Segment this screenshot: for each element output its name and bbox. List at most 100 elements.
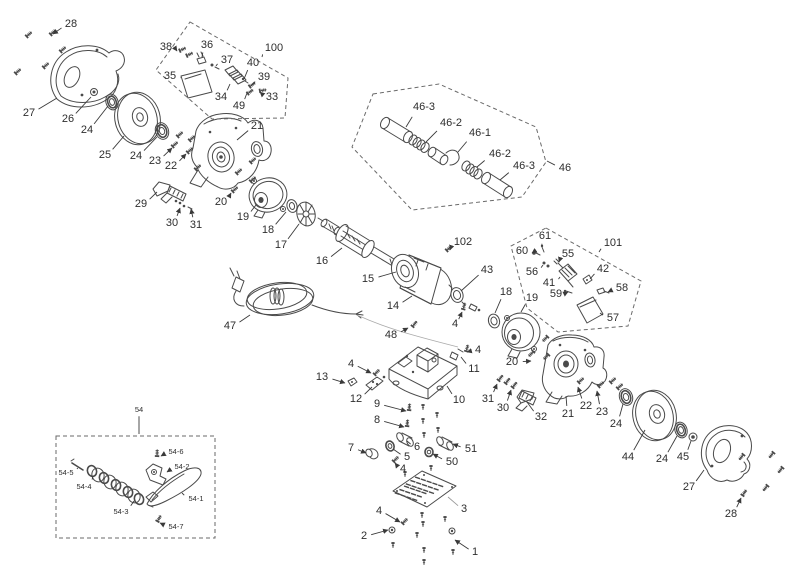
grinding-wheel-25 xyxy=(114,91,161,146)
leader-line xyxy=(243,69,249,80)
hub-nut-45 xyxy=(688,432,698,442)
leader-line xyxy=(143,136,158,151)
leader-line xyxy=(261,54,264,58)
part-label-47: 47 xyxy=(224,320,236,332)
bolt-glyph xyxy=(403,471,407,477)
screw-glyph xyxy=(496,374,504,383)
nut-50 xyxy=(424,446,434,458)
screw-glyph xyxy=(608,377,617,385)
leader-line xyxy=(565,395,568,406)
bracket-32 xyxy=(515,389,537,412)
bracket-29 xyxy=(152,181,187,204)
washer-24-right-outer xyxy=(674,421,688,439)
part-label-31: 31 xyxy=(482,393,494,405)
part-label-55: 55 xyxy=(562,248,574,260)
leader-line xyxy=(736,497,742,508)
part-label-28: 28 xyxy=(725,508,737,520)
part-label-31: 31 xyxy=(190,219,202,231)
part-label-2: 2 xyxy=(361,530,367,542)
part-label-44: 44 xyxy=(622,451,634,463)
leader-line xyxy=(460,356,467,364)
leader-line xyxy=(275,211,287,225)
screw-glyph xyxy=(24,31,33,39)
leader-line xyxy=(392,448,401,455)
leader-line xyxy=(149,191,158,200)
part-label-32: 32 xyxy=(535,411,547,423)
part-label-38: 38 xyxy=(160,41,172,53)
screw-glyph xyxy=(185,51,194,58)
part-label-4: 4 xyxy=(475,344,481,356)
leader-line xyxy=(287,223,300,240)
screw-glyph xyxy=(391,456,399,464)
part-label-46-3: 46-3 xyxy=(513,160,535,172)
leader-line xyxy=(457,141,468,153)
leader-line xyxy=(385,513,401,523)
leader-line xyxy=(494,298,502,314)
part-label-30: 30 xyxy=(497,402,509,414)
leader-line xyxy=(506,389,512,401)
subassembly-box-100 xyxy=(155,21,289,120)
part-label-8: 8 xyxy=(374,414,380,426)
washer-24-left-inner xyxy=(154,122,170,140)
part-label-11: 11 xyxy=(468,363,479,375)
motor-housing-left xyxy=(189,113,272,190)
screw-glyph xyxy=(258,88,267,94)
leader-line xyxy=(476,160,485,168)
cord-clamp-11 xyxy=(449,348,464,361)
part-label-21: 21 xyxy=(251,120,263,132)
leader-line xyxy=(371,528,389,536)
part-label-20: 20 xyxy=(506,356,518,368)
leader-line xyxy=(93,105,109,125)
bottom-plate-3 xyxy=(392,470,457,508)
part-label-37: 37 xyxy=(221,54,233,66)
part-label-22: 22 xyxy=(165,160,177,172)
part-label-16: 16 xyxy=(316,255,328,267)
subassembly-box-46 xyxy=(351,83,547,211)
part-label-22: 22 xyxy=(580,400,592,412)
screw-glyph xyxy=(193,164,202,172)
leader-line xyxy=(595,390,601,405)
base-10 xyxy=(388,346,458,400)
leader-line xyxy=(558,276,561,280)
leader-line xyxy=(520,304,526,313)
bolt-glyph xyxy=(451,549,455,555)
screw-glyph xyxy=(615,383,624,391)
leader-line xyxy=(400,327,409,333)
screw-glyph xyxy=(234,168,243,176)
bolt-glyph xyxy=(436,427,440,433)
bolt-glyph xyxy=(422,547,426,553)
part-label-1: 1 xyxy=(472,546,478,558)
leader-line xyxy=(394,462,401,469)
switch-plate-12 xyxy=(365,375,386,391)
part-label-60: 60 xyxy=(516,245,528,257)
screw-glyph xyxy=(543,352,551,360)
part-label-46-1: 46-1 xyxy=(469,127,491,139)
leader-line xyxy=(171,45,178,52)
part-label-18: 18 xyxy=(262,224,274,236)
armature-rotor-16 xyxy=(317,217,401,269)
screw-glyph xyxy=(777,465,785,474)
leader-line xyxy=(175,207,181,217)
motor-housing-right xyxy=(541,334,608,405)
part-label-27: 27 xyxy=(683,481,695,493)
leader-line xyxy=(76,467,79,470)
part-label-19: 19 xyxy=(237,211,249,223)
part-label-35: 35 xyxy=(164,70,176,82)
screw-glyph xyxy=(175,131,184,139)
screw-glyph xyxy=(768,450,776,459)
leader-line xyxy=(687,440,692,450)
leader-line xyxy=(332,378,346,385)
part-label-4: 4 xyxy=(348,358,354,370)
leader-line xyxy=(236,130,249,141)
leader-line xyxy=(226,192,232,199)
part-label-5: 5 xyxy=(404,451,410,463)
part-label-4: 4 xyxy=(452,318,458,330)
part-label-15: 15 xyxy=(362,273,374,285)
part-label-41: 41 xyxy=(543,277,555,289)
part-label-19: 19 xyxy=(526,292,538,304)
part-label-54: 54 xyxy=(135,405,143,414)
subassembly-box-54 xyxy=(55,435,216,539)
part-label-40: 40 xyxy=(247,57,259,69)
leader-line xyxy=(402,295,413,303)
